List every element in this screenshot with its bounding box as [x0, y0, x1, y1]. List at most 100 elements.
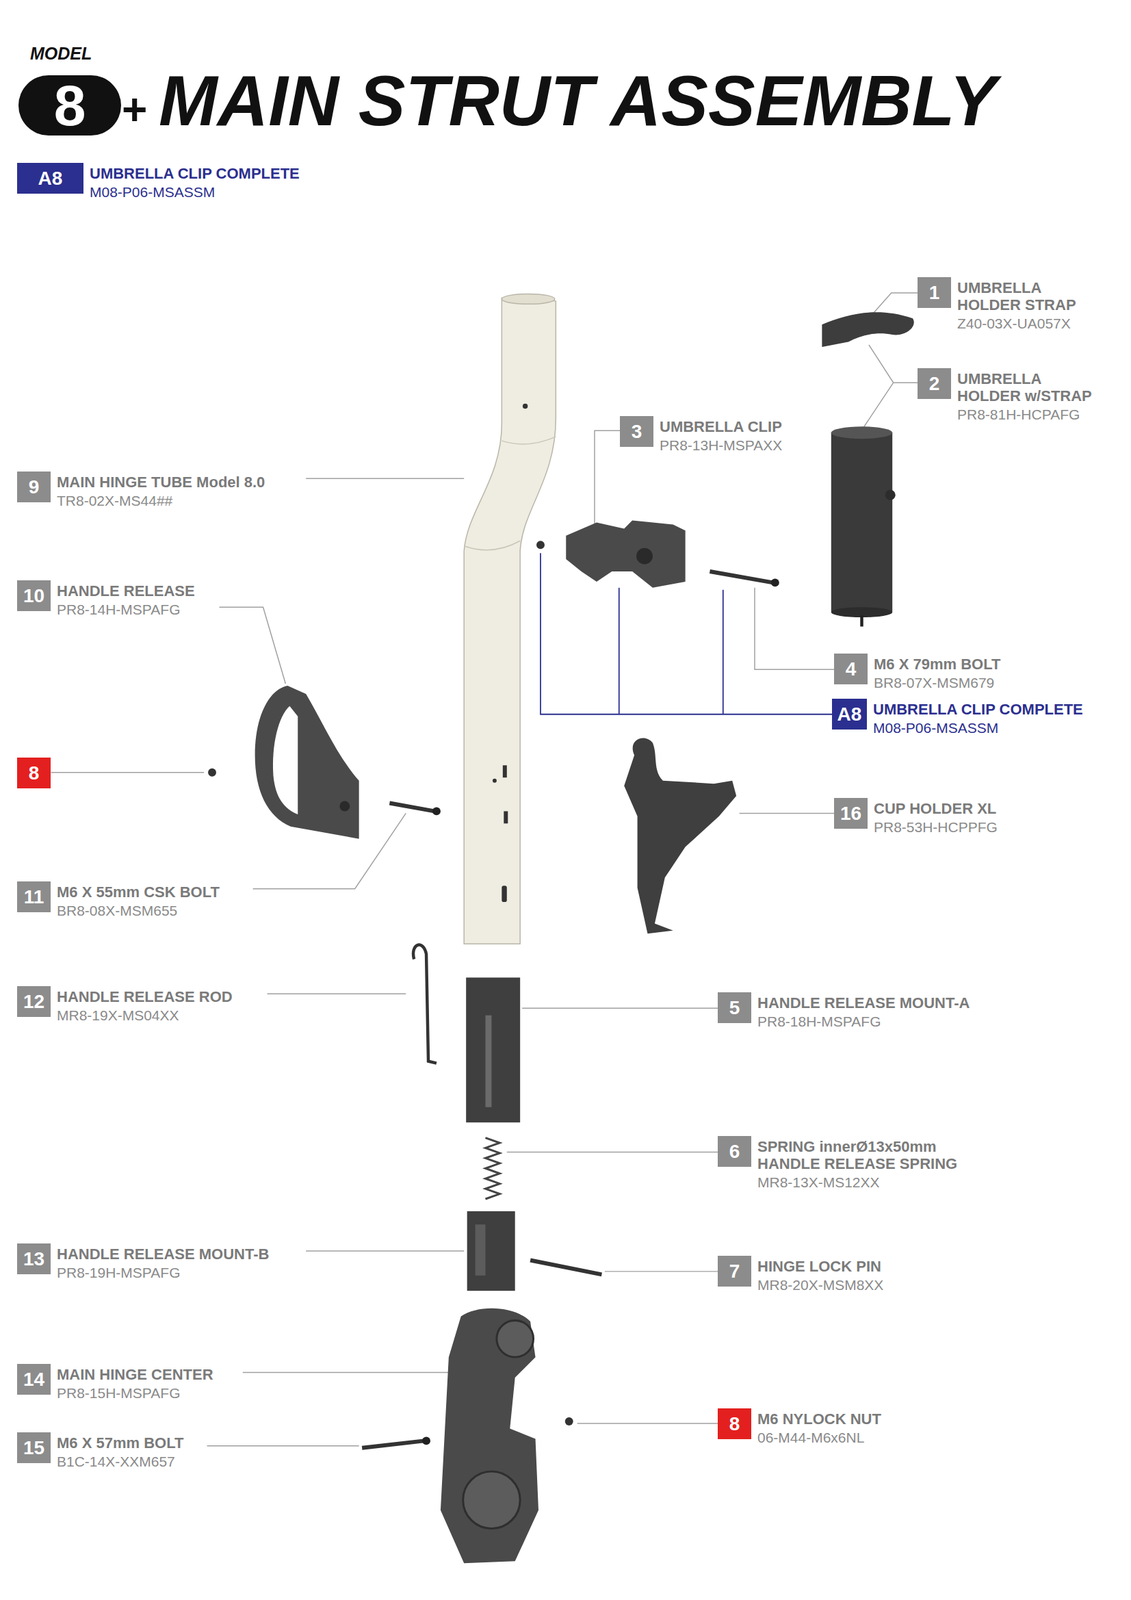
callout-number: 2	[929, 372, 941, 395]
callout-number: 5	[729, 996, 741, 1019]
callout-number-box: 5	[717, 992, 752, 1023]
callout-text: CUP HOLDER XLPR8-53H-HCPPFG	[873, 799, 998, 836]
callout: 7HINGE LOCK PINMR8-20X-MSM8XX	[717, 1255, 884, 1294]
bracket-line	[540, 552, 832, 715]
spring	[485, 1137, 500, 1199]
title: MAIN STRUT ASSEMBLY	[158, 65, 997, 137]
leader-line	[594, 430, 620, 526]
callout-number: 3	[631, 420, 643, 443]
leader-lines	[51, 292, 919, 1446]
callout-number-box: 11	[17, 881, 51, 913]
callout-number-box: 15	[17, 1432, 51, 1463]
leader-line	[862, 344, 918, 429]
callout: 2UMBRELLA HOLDER w/STRAPPR8-81H-HCPAFG	[917, 368, 1101, 423]
part-name: HANDLE RELEASE ROD	[56, 988, 233, 1006]
callout-number: 1	[929, 281, 941, 304]
callout-number-box: A8	[832, 698, 867, 730]
callout-number: 8	[729, 1412, 741, 1435]
bracket-line	[618, 587, 620, 715]
part-code: B1C-14X-XXM657	[56, 1452, 184, 1470]
part-name: HINGE LOCK PIN	[757, 1257, 884, 1275]
callout-number: 13	[23, 1248, 45, 1270]
callout-text: UMBRELLA CLIPPR8-13H-MSPAXX	[659, 418, 783, 454]
callout-text: HINGE LOCK PINMR8-20X-MSM8XX	[757, 1257, 884, 1294]
part-code: PR8-19H-MSPAFG	[56, 1263, 269, 1281]
callout-number: 12	[23, 990, 45, 1013]
leader-line	[577, 1422, 719, 1424]
part-name: UMBRELLA HOLDER w/STRAP	[957, 370, 1101, 405]
callout-number-box: 7	[717, 1255, 752, 1287]
callout-text: HANDLE RELEASEPR8-14H-MSPAFG	[56, 582, 195, 618]
bolt	[709, 571, 773, 583]
leader-line	[754, 587, 835, 670]
umbrella-clip	[565, 520, 685, 588]
callout: 10HANDLE RELEASEPR8-14H-MSPAFG	[17, 580, 195, 618]
nut	[536, 540, 545, 549]
model-number: 8	[18, 75, 122, 136]
callout-number-box: 2	[917, 368, 952, 399]
callout-number-box: 8	[717, 1408, 752, 1439]
main-hinge-tube	[463, 297, 556, 944]
leader-line	[51, 771, 205, 773]
bolt-head	[432, 806, 441, 815]
callout-text: UMBRELLA HOLDER STRAPZ40-03X-UA057X	[957, 279, 1091, 332]
leader-line	[305, 478, 464, 479]
callout-number-box: 3	[619, 416, 654, 447]
callout-number-box: 14	[17, 1363, 51, 1395]
callout-text: HANDLE RELEASE MOUNT-APR8-18H-MSPAFG	[757, 994, 970, 1030]
part-name: HANDLE RELEASE SPRING	[757, 1154, 958, 1173]
handle-release-mount-a	[465, 977, 520, 1123]
callout-number-box: 8	[17, 757, 51, 789]
part-name: M6 NYLOCK NUT	[757, 1410, 882, 1428]
callout: 15M6 X 57mm BOLTB1C-14X-XXM657	[17, 1432, 184, 1470]
callout-number: A8	[837, 703, 863, 726]
model-plus: +	[121, 87, 148, 132]
handle-opening	[273, 706, 298, 815]
handle-release	[255, 685, 360, 839]
main-hinge-center	[440, 1308, 539, 1563]
leader-line	[242, 1371, 455, 1373]
callout-number-box: 13	[17, 1243, 51, 1274]
part-name: UMBRELLA CLIP COMPLETE	[89, 164, 300, 182]
part-code: MR8-13X-MS12XX	[757, 1173, 958, 1191]
part-name: UMBRELLA HOLDER STRAP	[957, 279, 1091, 314]
callout: A8UMBRELLA CLIP COMPLETEM08-P06-MSASSM	[17, 162, 300, 201]
callout-number-box: 9	[17, 471, 51, 503]
callout-number: 14	[23, 1368, 45, 1391]
callout-number: 6	[729, 1140, 741, 1163]
mount-detail	[475, 1224, 486, 1276]
part-name: UMBRELLA CLIP	[659, 418, 783, 436]
callout-number-box: 6	[717, 1135, 752, 1167]
callout-number-box: 1	[917, 277, 952, 308]
callout-number-box: 16	[834, 797, 868, 829]
tube-top	[501, 293, 555, 304]
callout-text: HANDLE RELEASE RODMR8-19X-MS04XX	[56, 988, 233, 1024]
bolt	[389, 802, 435, 811]
part-code: M08-P06-MSASSM	[873, 719, 1084, 737]
callout: 9MAIN HINGE TUBE Model 8.0TR8-02X-MS44##	[17, 471, 265, 510]
leader-line	[207, 1445, 360, 1446]
part-name: M6 X 79mm BOLT	[873, 655, 1001, 673]
handle-release-mount-b	[467, 1211, 516, 1291]
tube-seam	[463, 436, 556, 551]
callout-number: 9	[28, 476, 40, 499]
bracket-line	[722, 589, 724, 715]
part-code: PR8-13H-MSPAXX	[659, 436, 783, 454]
callout-number: A8	[38, 167, 63, 190]
leader-line	[522, 1007, 718, 1008]
part-code: TR8-02X-MS44##	[56, 491, 265, 510]
handle-release-rod	[413, 944, 437, 1064]
mount-slot	[485, 1015, 492, 1108]
holder-top	[831, 426, 893, 439]
callout-number: 15	[23, 1436, 45, 1459]
nut	[565, 1417, 574, 1426]
part-code: PR8-18H-MSPAFG	[757, 1012, 970, 1030]
hinge-disc	[496, 1319, 534, 1357]
part-code: PR8-15H-MSPAFG	[56, 1384, 214, 1402]
hinge-disc	[463, 1471, 520, 1529]
callout: 14MAIN HINGE CENTERPR8-15H-MSPAFG	[17, 1363, 214, 1402]
part-name: HANDLE RELEASE	[56, 582, 195, 600]
callout-number: 16	[840, 802, 862, 825]
umbrella-holder-strap	[821, 312, 914, 347]
